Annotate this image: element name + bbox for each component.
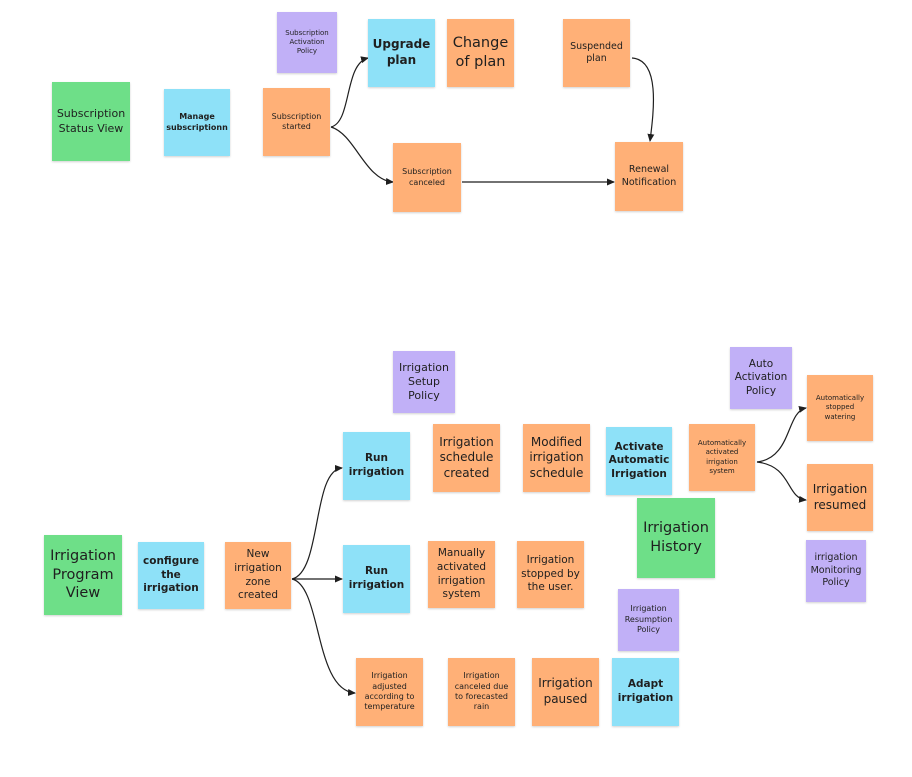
note-irrigation-paused[interactable]: Irrigation paused [532, 658, 599, 726]
note-renewal-notification[interactable]: Renewal Notification [615, 142, 683, 211]
note-text: Manually activated irrigation system [436, 547, 487, 601]
note-adapt-irrigation[interactable]: Adapt irrigation [612, 658, 679, 726]
note-manually-activated-system[interactable]: Manually activated irrigation system [428, 541, 495, 608]
note-text: Irrigation stopped by the user. [521, 554, 580, 594]
note-irrigation-setup-policy[interactable]: Irrigation Setup Policy [393, 351, 455, 413]
note-subscription-canceled[interactable]: Subscription canceled [393, 143, 461, 212]
note-text: Automatically stopped watering [815, 394, 865, 421]
note-irrigation-schedule-created[interactable]: Irrigation schedule created [433, 424, 500, 492]
note-text: Irrigation History [643, 520, 709, 555]
note-auto-activation-policy[interactable]: Auto Activation Policy [730, 347, 792, 409]
note-automatically-stopped-watering[interactable]: Automatically stopped watering [807, 375, 873, 441]
note-text: configure the irrigation [143, 555, 199, 595]
note-text: Run irrigation [348, 565, 405, 591]
note-activate-automatic-irrigation[interactable]: Activate Automatic Irrigation [606, 427, 672, 495]
note-text: Irrigation paused [538, 676, 593, 706]
note-text: Subscription Status View [56, 107, 126, 135]
note-irrigation-monitoring-policy[interactable]: irrigation Monitoring Policy [806, 540, 866, 602]
note-irrigation-program-view[interactable]: Irrigation Program View [44, 535, 122, 615]
note-subscription-status-view[interactable]: Subscription Status View [52, 82, 130, 161]
note-text: Change of plan [452, 35, 509, 70]
note-text: Suspended plan [570, 40, 623, 64]
note-text: Subscription canceled [402, 167, 452, 187]
note-text: New irrigation zone created [234, 548, 282, 602]
note-automatically-activated-system[interactable]: Automatically activated irrigation syste… [689, 424, 755, 491]
note-text: Irrigation Program View [50, 547, 116, 602]
note-irrigation-stopped-by-user[interactable]: Irrigation stopped by the user. [517, 541, 584, 608]
note-text: irrigation Monitoring Policy [810, 552, 862, 589]
connector-started-to-upgrade [330, 56, 369, 128]
note-text: Manage subscriptionn [166, 112, 228, 132]
connector-zone-to-run-1 [291, 464, 343, 580]
note-text: Activate Automatic Irrigation [608, 440, 670, 480]
note-modified-irrigation-schedule[interactable]: Modified irrigation schedule [523, 424, 590, 492]
note-text: Irrigation Setup Policy [399, 360, 449, 403]
note-subscription-started[interactable]: Subscription started [263, 88, 330, 156]
note-irrigation-canceled-rain[interactable]: Irrigation canceled due to forecasted ra… [448, 658, 515, 726]
note-text: Irrigation adjusted according to tempera… [364, 671, 415, 712]
note-irrigation-resumption-policy[interactable]: Irrigation Resumption Policy [618, 589, 679, 651]
note-suspended-plan[interactable]: Suspended plan [563, 19, 630, 87]
note-run-irrigation-1[interactable]: Run irrigation [343, 432, 410, 500]
connector-activated-to-stopped-watering [756, 405, 807, 463]
note-subscription-activation-policy[interactable]: Subscription Activation Policy [277, 12, 337, 73]
note-text: Irrigation Resumption Policy [624, 604, 673, 635]
connector-zone-to-adjusted [291, 578, 356, 696]
note-text: Irrigation canceled due to forecasted ra… [454, 671, 509, 712]
note-text: Automatically activated irrigation syste… [697, 439, 747, 475]
note-new-irrigation-zone-created[interactable]: New irrigation zone created [225, 542, 291, 609]
note-text: Irrigation resumed [812, 481, 868, 512]
note-run-irrigation-2[interactable]: Run irrigation [343, 545, 410, 613]
note-text: Modified irrigation schedule [529, 434, 584, 480]
note-upgrade-plan[interactable]: Upgrade plan [368, 19, 435, 87]
note-irrigation-history[interactable]: Irrigation History [637, 498, 715, 578]
note-text: Adapt irrigation [617, 678, 674, 704]
note-text: Run irrigation [348, 452, 405, 478]
note-irrigation-resumed[interactable]: Irrigation resumed [807, 464, 873, 531]
note-irrigation-adjusted-temperature[interactable]: Irrigation adjusted according to tempera… [356, 658, 423, 726]
note-text: Irrigation schedule created [439, 434, 494, 480]
note-text: Renewal Notification [621, 164, 677, 188]
note-text: Subscription started [271, 111, 322, 131]
connector-activated-to-resumed [756, 461, 807, 503]
connector-suspended-to-renewal [631, 57, 655, 142]
note-text: Subscription Activation Policy [285, 28, 329, 56]
note-text: Upgrade plan [372, 37, 431, 67]
note-configure-the-irrigation[interactable]: configure the irrigation [138, 542, 204, 609]
note-manage-subscription[interactable]: Manage subscriptionn [164, 89, 230, 156]
note-text: Auto Activation Policy [734, 357, 788, 397]
connector-started-to-canceled [330, 126, 394, 185]
note-change-of-plan[interactable]: Change of plan [447, 19, 514, 87]
